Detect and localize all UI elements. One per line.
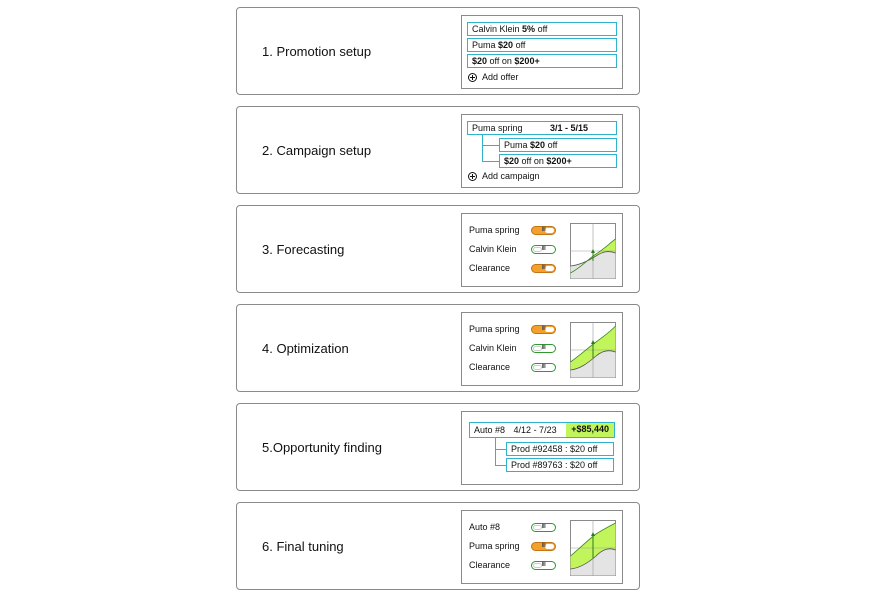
toggle-label: Clearance — [469, 560, 511, 570]
toggle-label: Calvin Klein — [469, 244, 517, 254]
offer-amount: $20 — [530, 140, 546, 150]
toggle-label: Clearance — [469, 263, 511, 273]
toggle-switch[interactable]: III — [531, 226, 556, 235]
toggle-switch[interactable]: III — [531, 363, 556, 372]
offer-amount: $20 — [504, 156, 520, 166]
campaign-offer-box[interactable]: Puma $20 off — [499, 138, 617, 152]
toggle-grip-icon: III — [541, 524, 546, 530]
toggle-label: Puma spring — [469, 324, 520, 334]
offer-amount: $20 — [498, 40, 514, 50]
offer-suffix: off — [515, 40, 526, 50]
opportunity-panel: Auto #8 4/12 - 7/23 +$85,440 Prod #92458… — [461, 411, 623, 485]
offer-box[interactable]: Calvin Klein 5% off — [467, 22, 617, 36]
toggle-label: Calvin Klein — [469, 343, 517, 353]
offer-brand: Puma — [504, 140, 528, 150]
add-offer-button[interactable]: Add offer — [468, 71, 518, 83]
toggle-label: Puma spring — [469, 541, 520, 551]
toggle-switch[interactable]: III — [531, 264, 556, 273]
toggle-switch[interactable]: III — [531, 344, 556, 353]
offer-threshold: $200+ — [514, 56, 540, 66]
campaign-name: Puma spring — [472, 123, 523, 133]
campaign-panel: Puma spring 3/1 - 5/15 Puma $20 off $20 … — [461, 114, 623, 188]
chart-optimized-line — [570, 238, 616, 274]
chart-optimized-line — [570, 522, 616, 557]
offer-amount: 5% — [522, 24, 536, 34]
final-tuning-panel: Auto #8 III Puma spring III Clearance II… — [461, 510, 623, 584]
step-card-promotion-setup: 1. Promotion setup Calvin Klein 5% off P… — [236, 7, 640, 95]
uplift-arrow-icon — [591, 249, 595, 253]
offer-suffix: off on — [521, 156, 544, 166]
opportunity-dates: 4/12 - 7/23 — [513, 425, 557, 435]
toggle-grip-icon: III — [541, 326, 546, 332]
product-box[interactable]: Prod #89763 : $20 off — [506, 458, 614, 472]
promotion-panel: Calvin Klein 5% off Puma $20 off $20 off… — [461, 15, 623, 89]
step-label: 1. Promotion setup — [262, 44, 372, 59]
offer-suffix: off — [547, 140, 558, 150]
optimization-chart — [570, 322, 616, 378]
tree-connector — [495, 438, 507, 466]
step-card-campaign-setup: 2. Campaign setup Puma spring 3/1 - 5/15… — [236, 106, 640, 194]
uplift-arrow-icon — [591, 532, 595, 536]
offer-suffix: off — [537, 24, 548, 34]
toggle-label: Puma spring — [469, 225, 520, 235]
chart-baseline-line — [570, 548, 616, 570]
forecast-chart — [570, 223, 616, 279]
toggle-grip-icon: III — [541, 364, 546, 370]
offer-threshold: $200+ — [546, 156, 572, 166]
toggle-label: Auto #8 — [469, 522, 501, 532]
toggle-grip-icon: III — [541, 227, 546, 233]
step-label: 6. Final tuning — [262, 539, 344, 554]
chart-baseline-line — [570, 350, 616, 371]
plus-circle-icon — [468, 73, 477, 82]
toggle-grip-icon: III — [541, 246, 546, 252]
add-campaign-button[interactable]: Add campaign — [468, 170, 540, 182]
toggle-grip-icon: III — [541, 265, 546, 271]
tree-connector — [482, 135, 500, 162]
toggle-label: Clearance — [469, 362, 511, 372]
step-card-forecasting: 3. Forecasting Puma spring III Calvin Kl… — [236, 205, 640, 293]
offer-suffix: off on — [489, 56, 512, 66]
toggle-switch[interactable]: III — [531, 523, 556, 532]
chart-baseline-line — [570, 251, 616, 267]
opportunity-box[interactable]: Auto #8 4/12 - 7/23 +$85,440 — [469, 422, 615, 438]
optimization-panel: Puma spring III Calvin Klein III Clearan… — [461, 312, 623, 386]
toggle-switch[interactable]: III — [531, 325, 556, 334]
offer-brand: Puma — [472, 40, 496, 50]
campaign-box[interactable]: Puma spring 3/1 - 5/15 — [467, 121, 617, 135]
toggle-grip-icon: III — [541, 543, 546, 549]
opportunity-gain-badge: +$85,440 — [566, 423, 614, 437]
toggle-switch[interactable]: III — [531, 561, 556, 570]
opportunity-name: Auto #8 — [474, 425, 506, 435]
product-box[interactable]: Prod #92458 : $20 off — [506, 442, 614, 456]
step-label: 4. Optimization — [262, 341, 349, 356]
campaign-dates: 3/1 - 5/15 — [550, 123, 589, 133]
step-card-opportunity-finding: 5.Opportunity finding Auto #8 4/12 - 7/2… — [236, 403, 640, 491]
toggle-grip-icon: III — [541, 562, 546, 568]
step-label: 5.Opportunity finding — [262, 440, 382, 455]
forecasting-panel: Puma spring III Calvin Klein III Clearan… — [461, 213, 623, 287]
toggle-switch[interactable]: III — [531, 245, 556, 254]
step-card-final-tuning: 6. Final tuning Auto #8 III Puma spring … — [236, 502, 640, 590]
add-campaign-label: Add campaign — [482, 171, 540, 181]
offer-box[interactable]: Puma $20 off — [467, 38, 617, 52]
step-label: 2. Campaign setup — [262, 143, 372, 158]
chart-optimized-line — [570, 325, 616, 363]
toggle-grip-icon: III — [541, 345, 546, 351]
offer-brand: Calvin Klein — [472, 24, 520, 34]
toggle-switch[interactable]: III — [531, 542, 556, 551]
add-offer-label: Add offer — [482, 72, 519, 82]
final-tuning-chart — [570, 520, 616, 576]
step-label: 3. Forecasting — [262, 242, 345, 257]
uplift-arrow-icon — [591, 340, 595, 344]
offer-amount: $20 — [472, 56, 488, 66]
step-card-optimization: 4. Optimization Puma spring III Calvin K… — [236, 304, 640, 392]
plus-circle-icon — [468, 172, 477, 181]
offer-box[interactable]: $20 off on $200+ — [467, 54, 617, 68]
campaign-offer-box[interactable]: $20 off on $200+ — [499, 154, 617, 168]
